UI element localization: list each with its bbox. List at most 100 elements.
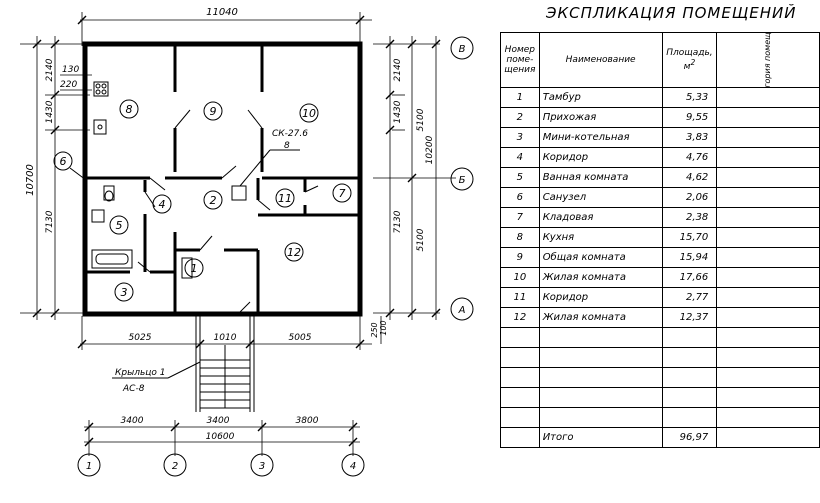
empty-cell	[500, 347, 540, 368]
axis-dimensions: 3400 3400 3800 10600	[84, 416, 360, 456]
room-area-cell: 15,94	[661, 247, 718, 268]
room-number-cell: 7	[500, 207, 540, 228]
room-number-cell: 11	[500, 287, 540, 308]
chimney-block	[231, 185, 247, 201]
empty-cell	[500, 407, 540, 428]
table-header-row: Номер поме- щения Наименование Площадь, …	[500, 32, 820, 88]
empty-cell	[500, 327, 540, 348]
axis-label-1: 1	[86, 461, 92, 472]
room-name-cell: Санузел	[538, 187, 663, 208]
axis-label-3: 3	[259, 461, 265, 472]
dim-right-mid-2: 5100	[416, 228, 426, 251]
header-room-name: Наименование	[538, 32, 663, 88]
empty-cell	[661, 407, 718, 428]
room-category-cell	[716, 287, 820, 308]
room-category-cell	[716, 307, 820, 328]
top-dimension: 11040	[77, 7, 372, 46]
table-row-empty	[500, 367, 820, 388]
empty-cell	[716, 367, 820, 388]
porch: Крыльцо 1 АС-8	[112, 316, 255, 412]
dim-axis-3: 3800	[296, 416, 319, 426]
room-label-10: 10	[302, 107, 316, 120]
total-num-cell	[500, 427, 540, 448]
header-room-area: Площадь, м2	[661, 32, 718, 88]
interior-walls	[85, 44, 360, 314]
room-label-2: 2	[210, 194, 217, 207]
porch-label-2: АС-8	[122, 384, 145, 394]
room-name-cell: Общая комната	[538, 247, 663, 268]
room-number-cell: 2	[500, 107, 540, 128]
dim-porch-depth-2: 100	[379, 320, 388, 335]
room-category-cell	[716, 267, 820, 288]
axis-label-a: А	[458, 305, 466, 316]
table-row-empty	[500, 327, 820, 348]
room-number-cell: 3	[500, 127, 540, 148]
empty-cell	[661, 327, 718, 348]
room-category-cell	[716, 247, 820, 268]
dim-right-lower: 7130	[393, 210, 403, 233]
dim-right-axis-total: 10200	[425, 135, 435, 164]
empty-cell	[500, 387, 540, 408]
empty-cell	[716, 387, 820, 408]
room-name-cell: Кухня	[538, 227, 663, 248]
room-label-3: 3	[121, 286, 128, 299]
room-number-cell: 1	[500, 87, 540, 108]
dim-axis-1: 3400	[121, 416, 144, 426]
room-number-cell: 5	[500, 167, 540, 188]
room-area-cell: 12,37	[661, 307, 718, 328]
empty-cell	[661, 347, 718, 368]
fixtures	[91, 81, 193, 279]
dim-axis-total: 10600	[206, 432, 235, 442]
room-label-7: 7	[339, 187, 346, 200]
room-numbers: 1 2 3 4 5 6 7 8 9 10 11 12	[53, 99, 352, 302]
room-number-cell: 9	[500, 247, 540, 268]
dim-right-inner-1: 2140	[393, 58, 403, 81]
dim-porch-depth-1: 250	[370, 322, 379, 337]
empty-cell	[538, 327, 663, 348]
dim-bottom-left: 5025	[129, 333, 152, 343]
dim-top-total: 11040	[206, 7, 238, 18]
dim-left-total: 10700	[25, 164, 36, 196]
room-label-11: 11	[278, 192, 292, 205]
total-value-cell: 96,97	[661, 427, 718, 448]
empty-cell	[538, 387, 663, 408]
axis-label-v: В	[459, 44, 466, 55]
empty-cell	[661, 387, 718, 408]
room-name-cell: Кладовая	[538, 207, 663, 228]
room-area-cell: 15,70	[661, 227, 718, 248]
empty-cell	[538, 347, 663, 368]
dim-axis-2: 3400	[207, 416, 230, 426]
axis-bubbles-horizontal: 1 2 3 4	[77, 453, 365, 477]
room-area-cell: 2,38	[661, 207, 718, 228]
room-category-cell	[716, 167, 820, 188]
empty-cell	[538, 407, 663, 428]
heater-icon	[181, 257, 193, 279]
room-category-cell	[716, 187, 820, 208]
header-area-sup: 2	[690, 58, 696, 67]
header-room-number: Номер поме- щения	[500, 32, 540, 88]
room-area-cell: 17,66	[661, 267, 718, 288]
toilet-icon	[103, 185, 115, 201]
dim-bottom-right: 5005	[289, 333, 312, 343]
room-schedule: ЭКСПЛИКАЦИЯ ПОМЕЩЕНИЙ Номер поме- щения …	[500, 0, 820, 448]
header-category-label: Категория помещения	[763, 32, 773, 88]
chimney-sub: 8	[284, 141, 290, 151]
empty-cell	[716, 327, 820, 348]
total-label-cell: Итого	[538, 427, 663, 448]
room-label-5: 5	[116, 219, 123, 232]
sink-icon	[93, 119, 107, 135]
washbasin-icon	[91, 209, 105, 223]
room-category-cell	[716, 227, 820, 248]
room-area-cell: 4,62	[661, 167, 718, 188]
